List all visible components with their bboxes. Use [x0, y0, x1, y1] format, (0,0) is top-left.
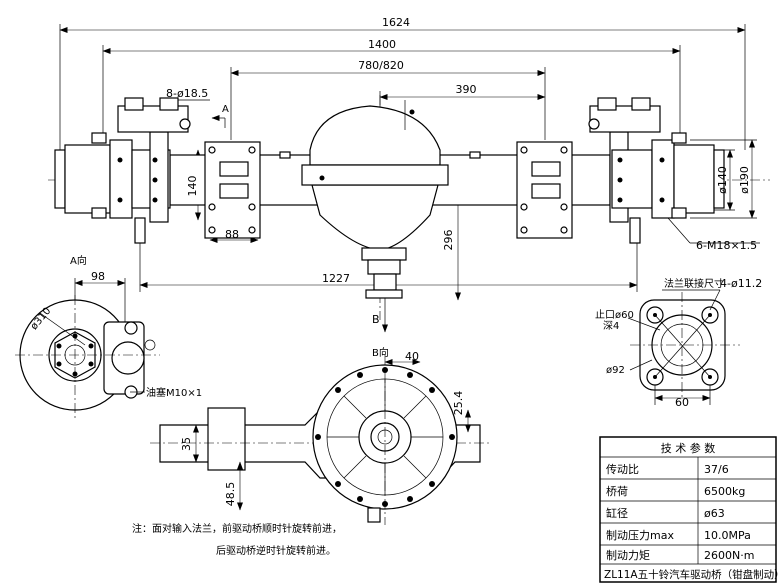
view-b: [150, 355, 490, 525]
note-line-1: 注：面对输入法兰，前驱动桥顺时针旋转前进，: [132, 522, 342, 535]
dim-dia-140: ø140: [716, 166, 729, 194]
dim-780-820: 780/820: [358, 59, 404, 72]
spec-param-4: 制动力矩: [606, 549, 650, 562]
spec-value-2: ø63: [704, 507, 725, 520]
spec-value-0: 37/6: [704, 463, 729, 476]
spec-param-3: 制动压力max: [606, 529, 674, 542]
dim-390: 390: [456, 83, 477, 96]
dim-dia-190: ø190: [738, 166, 751, 194]
view-a: [15, 278, 160, 418]
oil-plug-label: 油塞M10×1: [146, 386, 202, 399]
spec-value-1: 6500kg: [704, 485, 745, 498]
dim-35: 35: [180, 437, 193, 451]
dim-1400: 1400: [368, 38, 396, 51]
spec-table-caption: ZL11A五十铃汽车驱动桥（钳盘制动）: [604, 568, 779, 581]
view-b-label: B向: [372, 346, 389, 359]
dim-bolt-holes: 8-ø18.5: [166, 87, 208, 100]
spec-value-3: 10.0MPa: [704, 529, 751, 542]
spec-param-0: 传动比: [606, 463, 639, 476]
dim-wheel-bolts: 6-M18×1.5: [696, 239, 757, 252]
spec-value-4: 2600N·m: [704, 549, 754, 562]
axle-front-view: [48, 95, 770, 320]
dim-140: 140: [186, 176, 199, 197]
spec-table-title: 技 术 参 数: [661, 441, 716, 455]
dim-1624: 1624: [382, 16, 410, 29]
dim-60: 60: [675, 396, 689, 409]
dim-25-4: 25.4: [452, 391, 465, 416]
flange-size-label: 法兰联接尺寸: [664, 277, 724, 290]
dim-spigot: 止口ø60: [595, 309, 634, 321]
right-flange-bolts: [617, 132, 687, 219]
view-a-label: A向: [70, 254, 87, 267]
dim-dia-92: ø92: [606, 365, 625, 376]
spec-table: [599, 436, 777, 583]
dim-98: 98: [91, 270, 105, 283]
dim-48-5: 48.5: [224, 482, 237, 507]
dim-1227: 1227: [322, 272, 350, 285]
arrow-a-label: A: [222, 104, 229, 115]
spec-param-2: 缸径: [606, 506, 628, 520]
dim-296: 296: [442, 230, 455, 251]
left-flange-bolts: [91, 132, 158, 219]
spec-param-1: 桥荷: [606, 485, 628, 498]
flange-detail: [627, 289, 740, 405]
carrier-bolts: [315, 367, 455, 507]
dim-flange-holes: 4-ø11.2: [720, 277, 762, 290]
dim-88: 88: [225, 228, 239, 241]
arrow-b-label: B: [372, 313, 380, 326]
dim-depth: 深4: [603, 320, 619, 332]
labels: 1624 1400 780/820 390 8-ø18.5 A 140 88 2…: [29, 16, 779, 581]
dim-40: 40: [405, 350, 419, 363]
note-line-2: 后驱动桥逆时针旋转前进。: [216, 544, 336, 557]
